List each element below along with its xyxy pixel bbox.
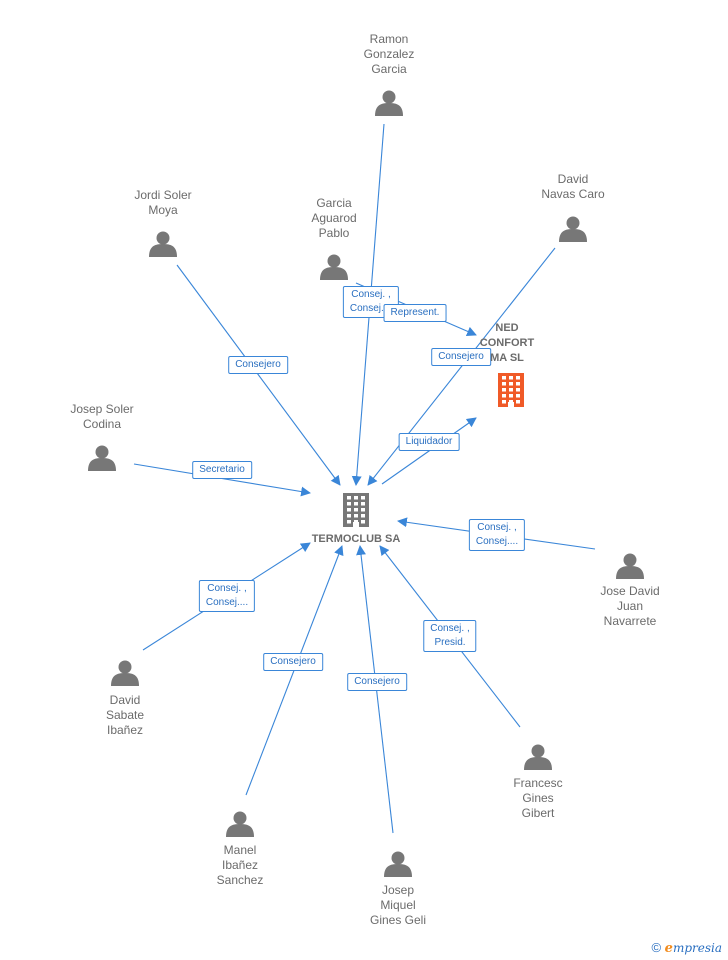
person-icon[interactable] — [616, 553, 644, 580]
person-icon[interactable] — [524, 744, 552, 771]
person-label-francesc[interactable]: Francesc Gines Gibert — [513, 776, 563, 820]
edge-label-termoclub[interactable]: Liquidador — [398, 433, 460, 451]
person-icon[interactable] — [88, 445, 116, 472]
company-label-ned[interactable]: NED CONFORT MA SL — [479, 322, 535, 364]
edge-label-jordi[interactable]: Consejero — [228, 356, 288, 374]
person-label-jordi[interactable]: Jordi Soler Moya — [134, 188, 192, 217]
person-icon[interactable] — [149, 231, 177, 258]
person-label-david_navas[interactable]: David Navas Caro — [541, 172, 605, 201]
building-icon[interactable] — [343, 493, 369, 527]
edge-label-francesc[interactable]: Consej. , Presid. — [423, 620, 477, 652]
edge-label-josep_miquel[interactable]: Consejero — [347, 673, 407, 691]
person-label-jose_david[interactable]: Jose David Juan Navarrete — [600, 584, 660, 628]
person-icon[interactable] — [559, 216, 587, 243]
person-icon[interactable] — [226, 811, 254, 838]
person-label-josep_soler[interactable]: Josep Soler Codina — [70, 402, 134, 431]
edge-david_navas-to-termoclub — [367, 247, 556, 486]
person-label-manel[interactable]: Manel Ibañez Sanchez — [216, 843, 264, 887]
edge-jordi-to-termoclub — [176, 264, 341, 486]
edge-label-manel[interactable]: Consejero — [263, 653, 323, 671]
edge-label-david_sabate[interactable]: Consej. , Consej.... — [198, 580, 256, 612]
edge-label-jose_david[interactable]: Consej. , Consej.... — [468, 519, 526, 551]
person-icon[interactable] — [320, 254, 348, 281]
brand-logo-text: mpresia — [672, 941, 722, 955]
brand-logo-initial: e — [664, 941, 673, 956]
person-icon[interactable] — [384, 851, 412, 878]
brand-footer: © empresia — [651, 940, 722, 956]
person-label-josep_miquel[interactable]: Josep Miquel Gines Geli — [369, 883, 427, 927]
company-label-termoclub[interactable]: TERMOCLUB SA — [311, 533, 401, 545]
copyright-icon: © — [651, 940, 662, 955]
person-label-garcia[interactable]: Garcia Aguarod Pablo — [311, 196, 357, 240]
edge-label-david_navas[interactable]: Consejero — [431, 348, 491, 366]
person-label-ramon[interactable]: Ramon Gonzalez Garcia — [363, 32, 415, 76]
person-icon[interactable] — [111, 660, 139, 687]
person-label-david_sabate[interactable]: David Sabate Ibañez — [105, 693, 145, 737]
edge-label-garcia[interactable]: Represent. — [383, 304, 447, 322]
person-icon[interactable] — [375, 90, 403, 117]
edge-label-josep_soler[interactable]: Secretario — [192, 461, 252, 479]
building-icon[interactable] — [498, 373, 524, 407]
edge-termoclub-to-ned — [381, 417, 477, 485]
